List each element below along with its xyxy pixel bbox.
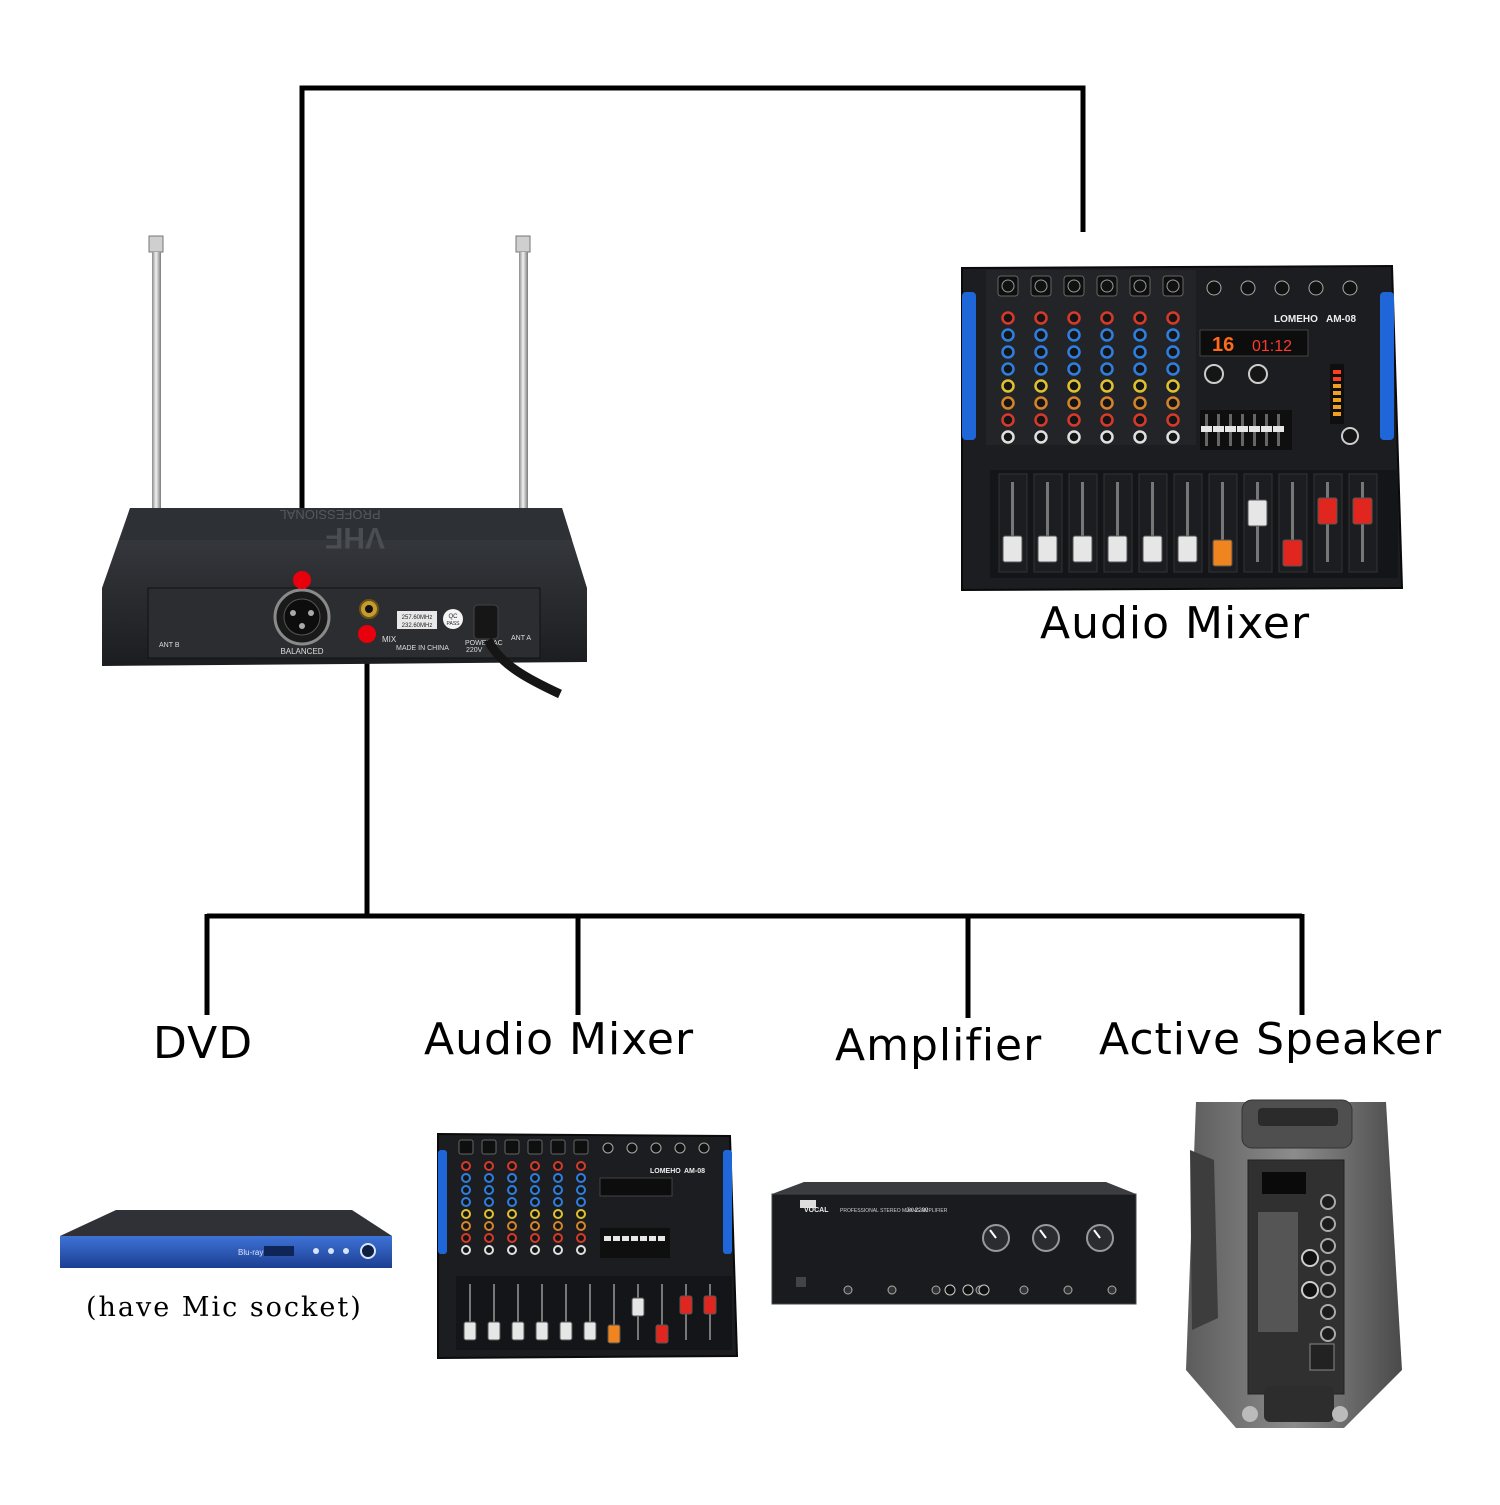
- output-mixer-label: Audio Mixer: [424, 1014, 695, 1065]
- qc-label: QC: [449, 614, 459, 620]
- dvd-note: (have Mic socket): [86, 1292, 363, 1323]
- bottom-mixer-brand: LOMEHO: [650, 1168, 681, 1175]
- made-in-label: MADE IN CHINA: [396, 645, 449, 652]
- top-mixer-display-1: 16: [1212, 334, 1234, 356]
- bottom-mixer-device: LOMEHO AM-08: [437, 1132, 739, 1360]
- top-mixer-brand: LOMEHO: [1274, 314, 1318, 325]
- wire-balanced-to-top-mixer: [299, 85, 1086, 580]
- ant-b-label: ANT B: [159, 642, 180, 649]
- top-mixer-model: AM-08: [1326, 314, 1356, 325]
- top-mixer-label: Audio Mixer: [1040, 598, 1311, 649]
- amplifier-model: JX-2200: [906, 1208, 929, 1214]
- top-mixer-display-2: 01:12: [1252, 338, 1292, 355]
- top-mixer-faders: [998, 473, 1378, 573]
- dvd-player-device: Blu-ray: [60, 1210, 392, 1268]
- bottom-mixer-knobs: [458, 1139, 710, 1258]
- marker-balanced-output: [293, 571, 311, 589]
- top-mixer-device: 16 01:12 LOMEHO AM-08: [961, 264, 1404, 592]
- voltage-label: 220V: [466, 647, 483, 654]
- top-mixer-eq: [1200, 410, 1292, 450]
- receiver-series: PROFESSIONAL: [279, 507, 380, 522]
- ant-a-label: ANT A: [511, 635, 531, 642]
- amplifier-subtitle: PROFESSIONAL STEREO MIXING AMPLIFIER: [840, 1208, 948, 1214]
- freq-1: 257.60MHz: [402, 615, 433, 621]
- marker-mix-output: [358, 625, 376, 643]
- power-label: POWER AC: [465, 640, 503, 647]
- dvd-mic-socket: [360, 1243, 376, 1259]
- amplifier-device: VOCAL PROFESSIONAL STEREO MIXING AMPLIFI…: [771, 1182, 1137, 1305]
- active-speaker-label: Active Speaker: [1099, 1014, 1443, 1065]
- amplifier-knobs: [982, 1224, 1114, 1252]
- receiver-brand: VHF: [325, 521, 385, 554]
- pass-label: PASS: [447, 621, 461, 627]
- dvd-brand: Blu-ray: [238, 1248, 263, 1257]
- amplifier-small-controls: [843, 1284, 1117, 1296]
- mix-label: MIX: [382, 635, 397, 644]
- wireless-receiver: VHF PROFESSIONAL BALANCED MIX 257.60MHz …: [102, 235, 587, 699]
- wires: [204, 85, 1305, 1018]
- balanced-label: BALANCED: [280, 647, 323, 656]
- amplifier-brand: VOCAL: [804, 1207, 829, 1214]
- active-speaker-knobs: [1301, 1194, 1336, 1371]
- dvd-label: DVD: [153, 1018, 254, 1069]
- active-speaker-device: [1186, 1099, 1402, 1428]
- top-mixer-knobs: [997, 275, 1359, 445]
- bottom-mixer-model: AM-08: [684, 1168, 705, 1175]
- amplifier-label: Amplifier: [835, 1020, 1043, 1071]
- freq-2: 232.60MHz: [402, 623, 433, 629]
- bottom-mixer-faders: [463, 1284, 717, 1344]
